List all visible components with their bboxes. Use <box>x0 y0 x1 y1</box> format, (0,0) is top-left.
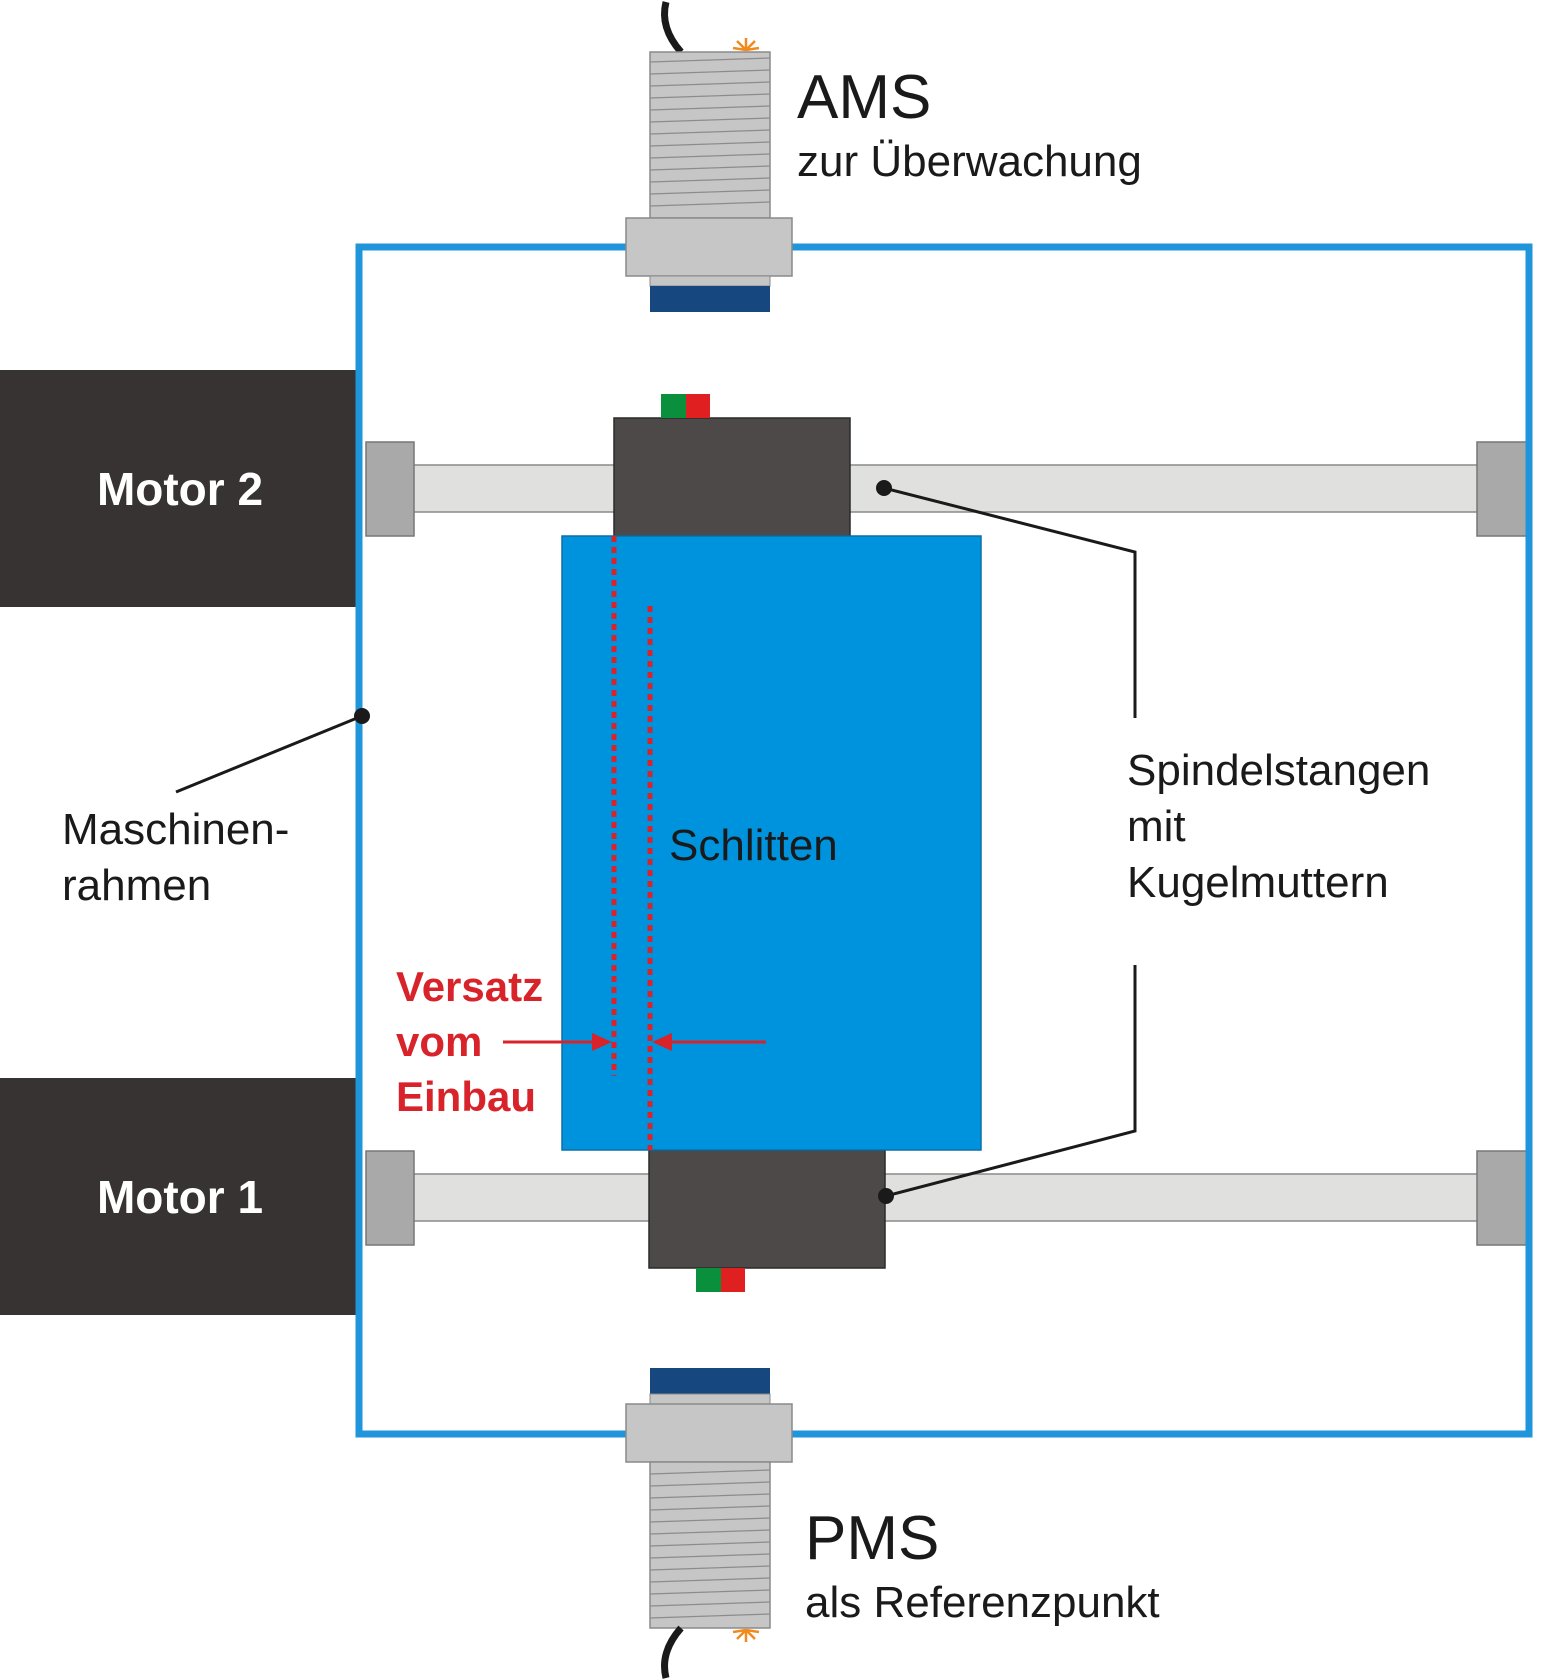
ams-spark-icon <box>732 38 760 52</box>
upper-ball-nut <box>613 417 851 537</box>
spindle-label-line2: mit <box>1127 802 1186 851</box>
pms-spark-icon <box>732 1628 760 1642</box>
lower-right-bearing <box>1476 1150 1532 1246</box>
motor-1-block <box>0 1078 357 1315</box>
motor-1-label: Motor 1 <box>97 1171 263 1223</box>
spindle-leader-lower-dot <box>878 1188 894 1204</box>
motor-2-label: Motor 2 <box>97 463 263 515</box>
ams-subtitle: zur Überwachung <box>797 137 1142 186</box>
pms-subtitle: als Referenzpunkt <box>805 1578 1160 1627</box>
upper-right-bearing <box>1476 441 1532 537</box>
offset-arrow-left <box>503 1033 612 1051</box>
ams-sensor <box>625 1 793 312</box>
spindle-label-line1: Spindelstangen <box>1127 746 1430 795</box>
spindle-leader-lower <box>885 965 1137 1198</box>
lower-ball-nut <box>648 1149 886 1269</box>
pms-sensor <box>625 1368 793 1679</box>
frame-leader-line <box>175 714 363 794</box>
ams-sensor-cap <box>650 286 770 312</box>
frame-label-line2: rahmen <box>62 861 211 910</box>
offset-arrow-right <box>652 1033 766 1051</box>
lower-left-bearing <box>365 1150 415 1246</box>
upper-left-bearing <box>365 441 415 537</box>
lower-spindle-rod <box>365 1150 1532 1246</box>
motor-2-block <box>0 370 357 607</box>
ams-title: AMS <box>797 63 931 132</box>
carriage <box>561 535 982 1151</box>
carriage-label: Schlitten <box>669 821 838 870</box>
spindle-leader-upper <box>883 486 1137 718</box>
upper-position-marker <box>661 394 710 418</box>
lower-position-marker <box>696 1268 745 1292</box>
pms-sensor-cap <box>650 1368 770 1394</box>
spindle-leader-upper-dot <box>876 480 892 496</box>
spindle-label-line3: Kugelmuttern <box>1127 858 1389 907</box>
machine-frame <box>355 243 1533 1438</box>
offset-label-line2: vom <box>396 1018 482 1065</box>
offset-label-line1: Versatz <box>396 963 543 1010</box>
upper-spindle-rod <box>365 441 1532 537</box>
pms-title: PMS <box>805 1504 939 1573</box>
offset-label-line3: Einbau <box>396 1073 536 1120</box>
frame-label-line1: Maschinen- <box>62 805 289 854</box>
frame-leader-dot <box>354 708 370 724</box>
